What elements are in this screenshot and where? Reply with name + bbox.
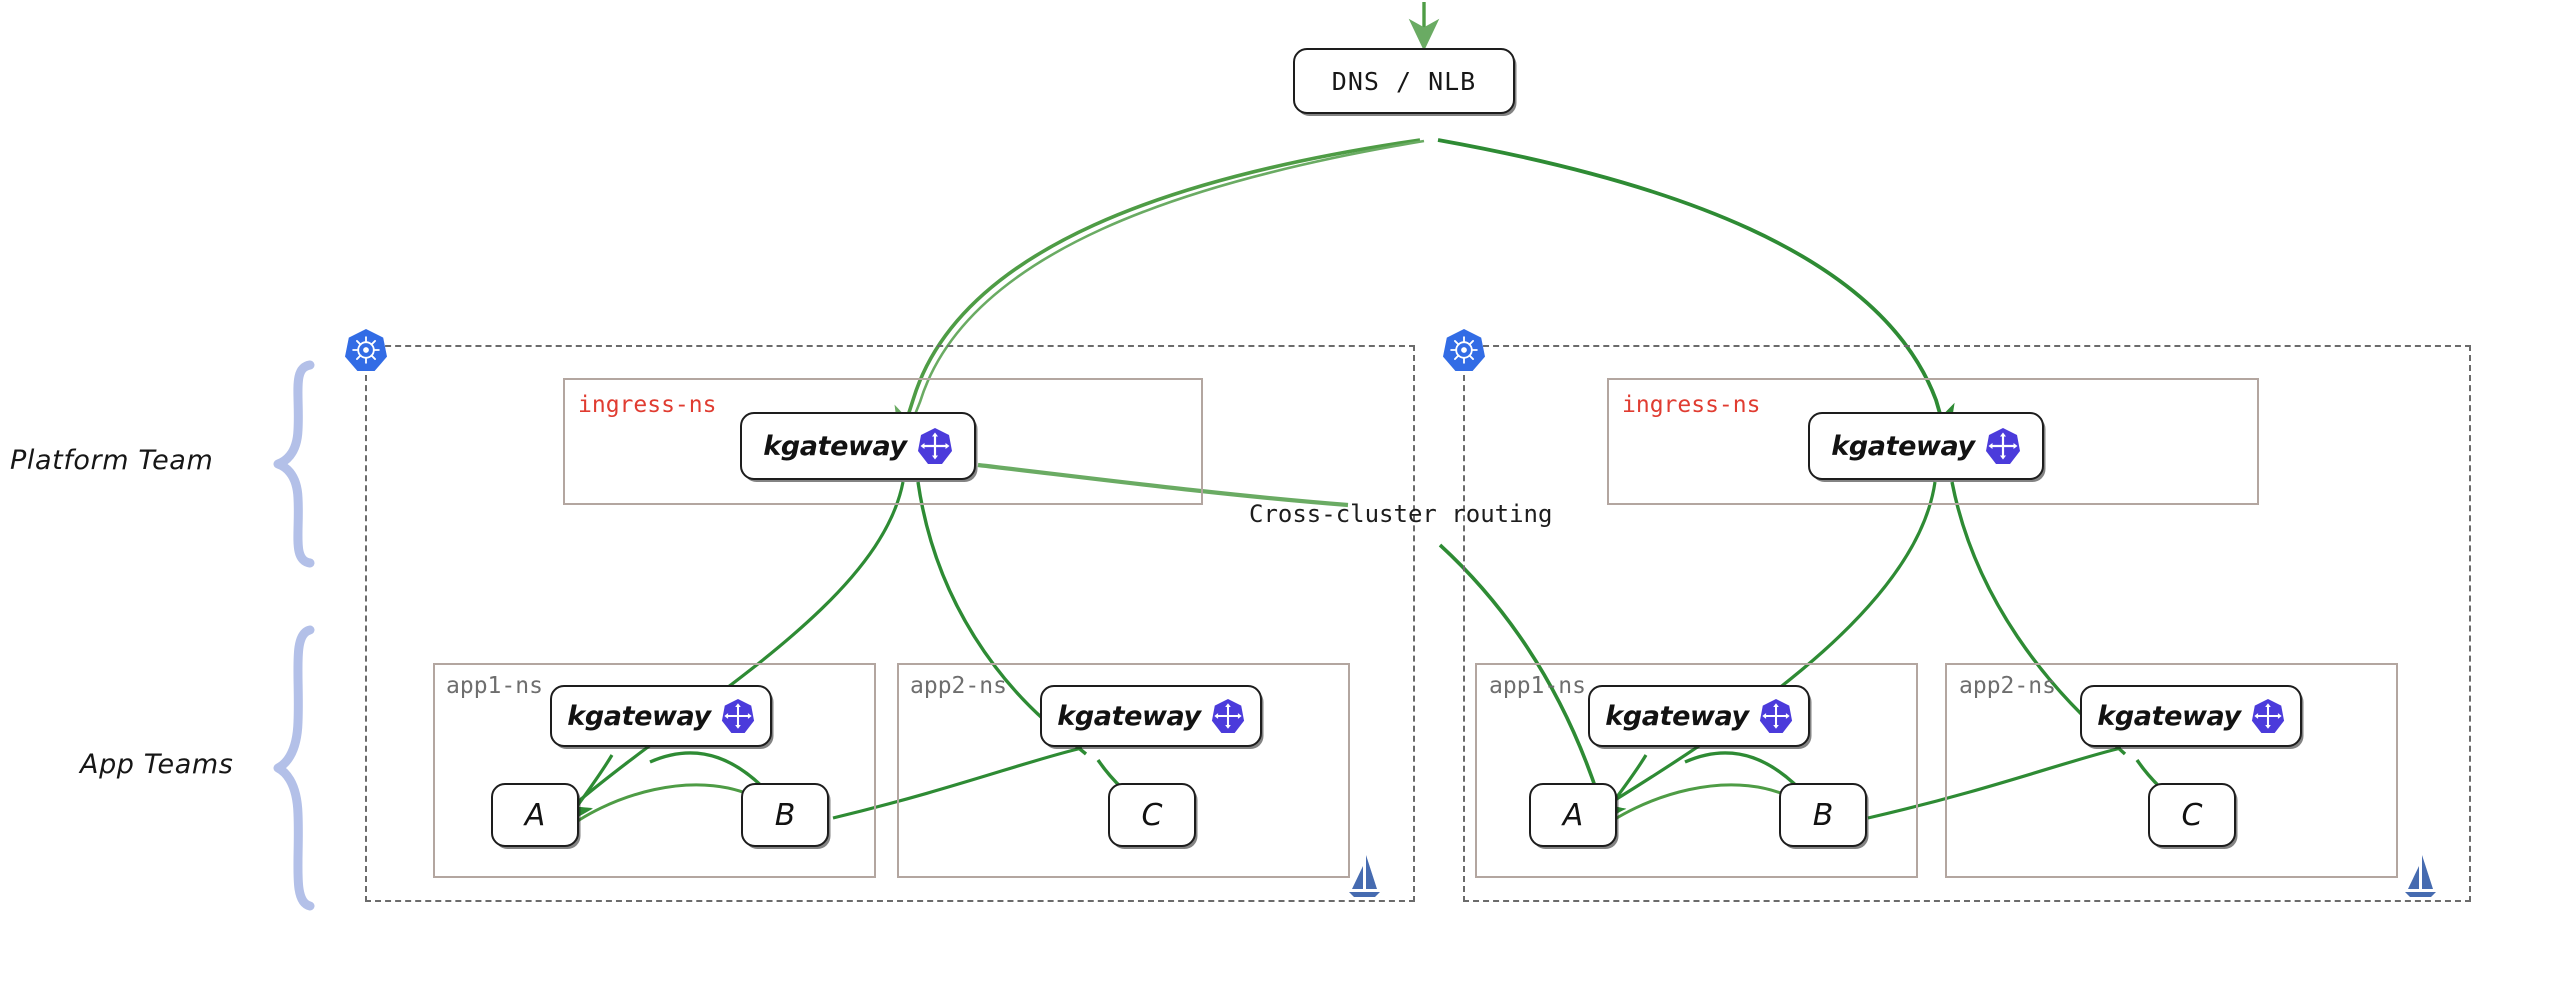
namespace-label-app1-right: app1-ns <box>1489 673 1586 699</box>
kgateway-app2-right[interactable]: kgateway <box>2080 685 2302 747</box>
namespace-label-app2-left: app2-ns <box>910 673 1007 699</box>
platform-team-label: Platform Team <box>10 445 214 476</box>
kgateway-icon <box>917 427 953 465</box>
arrow-right-ingress-to-app1-a <box>1595 481 1937 822</box>
kgateway-label: kgateway <box>1057 700 1201 732</box>
arrow-right-b-to-app2kgw <box>1867 746 2122 820</box>
kgateway-label: kgateway <box>2097 700 2241 732</box>
kgateway-ingress-right[interactable]: kgateway <box>1808 412 2044 480</box>
kgateway-ingress-left[interactable]: kgateway <box>740 412 976 480</box>
service-label: A <box>524 797 546 833</box>
curly-brace-icon <box>273 625 315 911</box>
kgateway-app1-left[interactable]: kgateway <box>550 685 772 747</box>
kubernetes-icon <box>1443 328 1485 372</box>
kgateway-app1-right[interactable]: kgateway <box>1588 685 1810 747</box>
kgateway-label: kgateway <box>763 430 907 462</box>
arrow-dns-to-left-ingress <box>894 138 1425 443</box>
cluster-right <box>1463 345 2471 902</box>
dns-nlb-node[interactable]: DNS / NLB <box>1293 48 1515 114</box>
namespace-label-ingress-right: ingress-ns <box>1622 392 1761 418</box>
istio-icon <box>2400 853 2440 899</box>
kubernetes-icon <box>345 328 387 372</box>
kgateway-icon <box>1759 698 1793 734</box>
namespace-ingress-ns-left <box>563 378 1203 505</box>
arrow-left-ingress-to-app1-a <box>563 481 905 826</box>
curly-brace-icon <box>273 360 315 568</box>
kgateway-label: kgateway <box>1605 700 1749 732</box>
app-teams-label: App Teams <box>80 749 234 780</box>
service-label: B <box>1812 797 1834 833</box>
service-label: B <box>774 797 796 833</box>
service-label: C <box>2181 797 2203 833</box>
kgateway-icon <box>2251 698 2285 734</box>
service-b-right[interactable]: B <box>1779 783 1867 847</box>
istio-icon <box>1344 853 1384 899</box>
service-label: A <box>1562 797 1584 833</box>
service-a-left[interactable]: A <box>491 783 579 847</box>
service-c-left[interactable]: C <box>1108 783 1196 847</box>
service-c-right[interactable]: C <box>2148 783 2236 847</box>
namespace-label-ingress-left: ingress-ns <box>578 392 717 418</box>
kgateway-label: kgateway <box>1831 430 1975 462</box>
kgateway-icon <box>721 698 755 734</box>
namespace-label-app2-right: app2-ns <box>1959 673 2056 699</box>
service-b-left[interactable]: B <box>741 783 829 847</box>
kgateway-app2-left[interactable]: kgateway <box>1040 685 1262 747</box>
kgateway-icon <box>1211 698 1245 734</box>
kgateway-icon <box>1985 427 2021 465</box>
cluster-left <box>365 345 1415 902</box>
namespace-ingress-ns-right <box>1607 378 2259 505</box>
namespace-app2-ns-left <box>897 663 1350 878</box>
namespace-app2-ns-right <box>1945 663 2398 878</box>
dns-nlb-label: DNS / NLB <box>1331 66 1477 96</box>
namespace-app1-ns-left <box>433 663 876 878</box>
service-label: C <box>1141 797 1163 833</box>
arrow-dns-to-right-ingress <box>1437 138 1955 443</box>
namespace-label-app1-left: app1-ns <box>446 673 543 699</box>
kgateway-label: kgateway <box>567 700 711 732</box>
namespace-app1-ns-right <box>1475 663 1918 878</box>
service-a-right[interactable]: A <box>1529 783 1617 847</box>
cross-cluster-routing-label: Cross-cluster routing <box>1249 500 1553 528</box>
